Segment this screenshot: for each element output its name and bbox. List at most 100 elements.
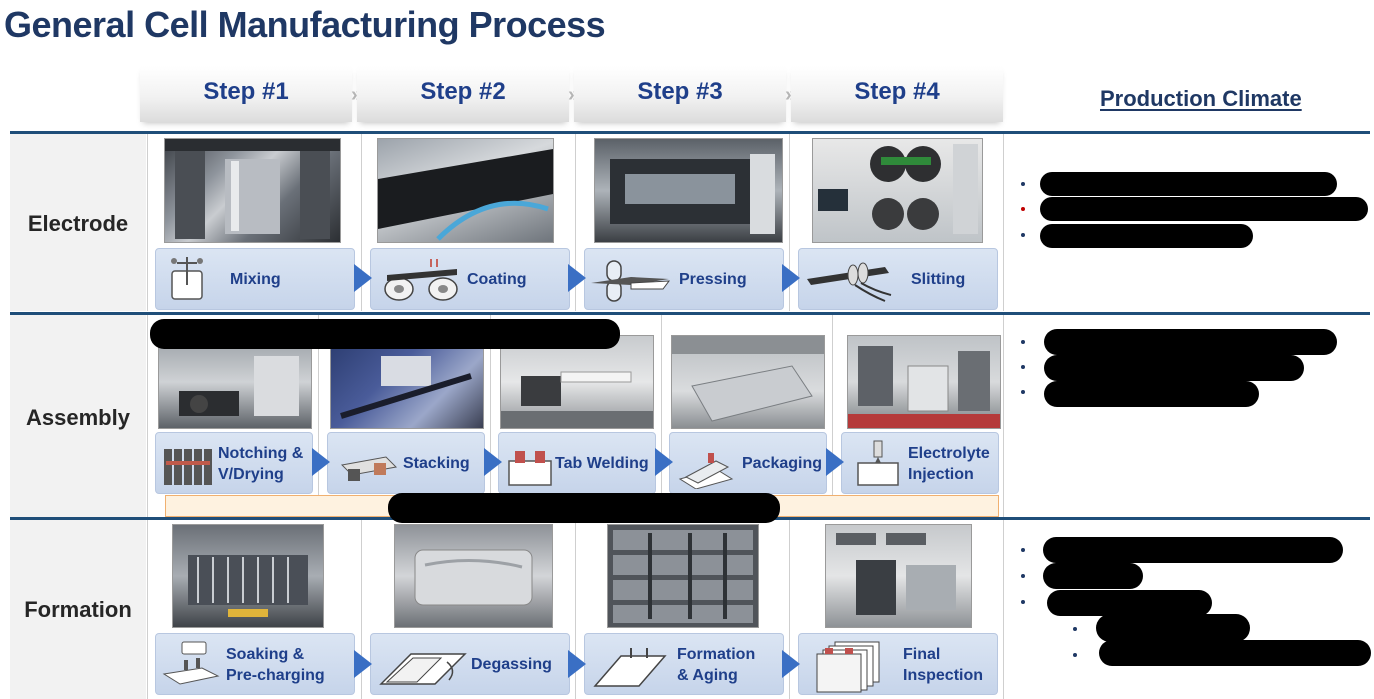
slitting-photo — [812, 138, 983, 243]
cell-pouch-icon — [593, 648, 667, 687]
column-separator — [147, 134, 148, 311]
degassing-pouch-icon — [379, 653, 467, 685]
notching-photo — [158, 335, 312, 429]
flow-arrow-icon — [484, 448, 502, 476]
process-label-line1: Final — [903, 646, 941, 663]
flow-arrow-icon — [354, 650, 372, 678]
soaking-icon — [162, 641, 220, 685]
chevron-right-icon: » — [568, 84, 579, 107]
degassing-photo — [394, 524, 553, 628]
process-formation-aging: Formation & Aging — [584, 633, 784, 695]
bullet-icon — [1021, 233, 1025, 237]
bullet-icon — [1021, 182, 1025, 186]
redaction-mark — [150, 319, 620, 349]
column-separator — [575, 134, 576, 311]
press-rollers-icon — [591, 260, 671, 302]
column-separator — [1003, 520, 1004, 699]
coating-photo — [377, 138, 554, 243]
process-pressing: Pressing — [584, 248, 784, 310]
tab-welding-icon — [508, 451, 552, 486]
step-header-1: Step #1 — [140, 66, 352, 122]
slitter-icon — [807, 262, 892, 302]
redaction-mark — [1043, 537, 1343, 563]
mixer-icon — [171, 257, 203, 300]
packaging-photo — [671, 335, 825, 429]
redaction-mark — [1043, 563, 1143, 589]
redaction-mark — [1040, 197, 1368, 221]
divider — [10, 312, 1370, 315]
lane-assembly — [10, 315, 146, 517]
lane-formation — [10, 520, 146, 699]
process-label: Slitting — [911, 271, 966, 288]
flow-arrow-icon — [826, 448, 844, 476]
flow-arrow-icon — [354, 264, 372, 292]
process-final-inspection: Final Inspection — [798, 633, 998, 695]
formation-aging-photo — [607, 524, 759, 628]
redaction-mark — [1099, 640, 1371, 666]
process-tab-welding: Tab Welding — [498, 432, 656, 494]
bullet-icon — [1073, 627, 1077, 631]
process-label: Packaging — [742, 455, 823, 472]
process-label: Mixing — [230, 271, 281, 288]
flow-arrow-icon — [568, 650, 586, 678]
cell-stack-icon — [816, 641, 880, 693]
bullet-icon — [1021, 390, 1025, 394]
lane-label-formation: Formation — [24, 597, 132, 622]
process-label: Pressing — [679, 271, 747, 288]
process-degassing: Degassing — [370, 633, 570, 695]
column-separator — [490, 315, 491, 517]
final-inspection-photo — [825, 524, 972, 628]
column-separator — [318, 315, 319, 517]
column-separator — [147, 315, 148, 517]
stacking-icon — [340, 456, 398, 481]
column-separator — [361, 520, 362, 699]
coating-rollers-icon — [384, 259, 458, 301]
redaction-mark — [388, 493, 780, 523]
process-label: Stacking — [403, 455, 470, 472]
divider — [10, 131, 1370, 134]
process-label-line1: Soaking & — [226, 646, 305, 663]
column-separator — [361, 134, 362, 311]
column-separator — [147, 520, 148, 699]
process-soaking: Soaking & Pre-charging — [155, 633, 355, 695]
lane-label-assembly: Assembly — [26, 405, 130, 430]
process-label: Coating — [467, 271, 527, 288]
column-separator — [1003, 134, 1004, 311]
process-notching: Notching & V/Drying — [155, 432, 313, 494]
column-separator — [661, 315, 662, 517]
chevron-right-icon: » — [351, 84, 362, 107]
chevron-right-icon: » — [785, 84, 796, 107]
flow-arrow-icon — [568, 264, 586, 292]
process-label-line2: Inspection — [903, 667, 984, 684]
injection-icon — [857, 440, 899, 486]
bullet-icon — [1021, 207, 1025, 211]
process-stacking: Stacking — [327, 432, 485, 494]
process-label-line2: Injection — [908, 466, 974, 483]
redaction-mark — [1047, 590, 1212, 616]
process-label-line2: V/Drying — [218, 466, 284, 483]
process-label: Tab Welding — [555, 455, 649, 472]
stacking-photo — [330, 335, 484, 429]
redaction-mark — [1044, 355, 1304, 381]
flow-arrow-icon — [782, 650, 800, 678]
page-title: General Cell Manufacturing Process — [4, 4, 606, 45]
column-separator — [575, 520, 576, 699]
lane-electrode — [10, 134, 146, 311]
pouch-icon — [678, 453, 734, 489]
redaction-mark — [1044, 381, 1259, 407]
redaction-mark — [1096, 614, 1250, 642]
flow-arrow-icon — [655, 448, 673, 476]
flow-arrow-icon — [782, 264, 800, 292]
lane-label-electrode: Electrode — [27, 211, 129, 236]
column-separator — [789, 520, 790, 699]
step-header-3: Step #3 — [574, 66, 786, 122]
bullet-icon — [1021, 574, 1025, 578]
process-label-line2: & Aging — [677, 667, 738, 684]
step-label: Step #4 — [854, 78, 940, 105]
step-label: Step #3 — [637, 78, 723, 105]
column-separator — [789, 134, 790, 311]
pressing-photo — [594, 138, 783, 243]
bullet-icon — [1021, 600, 1025, 604]
process-electrolyte-injection: Electrolyte Injection — [841, 432, 999, 494]
process-label-line2: Pre-charging — [226, 667, 325, 684]
